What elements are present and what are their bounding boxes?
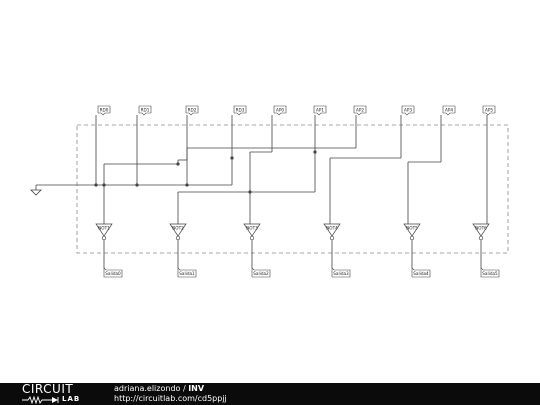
input-pin-label: AP0	[276, 108, 284, 113]
not-gate-4[interactable]: NOT4	[323, 223, 341, 268]
not-gate-3[interactable]: NOT3	[243, 223, 261, 268]
input-pin-label: AP3	[404, 108, 412, 113]
gate-label: NOT4	[326, 226, 338, 231]
output-pin-6[interactable]: Salida5	[480, 267, 500, 278]
input-pin-ap0[interactable]: AP0	[273, 105, 287, 116]
circuit-url-link[interactable]: http://circuitlab.com/cd5ppjj	[114, 394, 227, 403]
input-pin-label: RD2	[188, 108, 197, 113]
output-pin-label: Salida4	[413, 271, 429, 276]
author-link[interactable]: adriana.elizondo	[114, 384, 181, 393]
input-pin-rd1[interactable]: RD1	[138, 105, 152, 116]
not-gate-2[interactable]: NOT2	[169, 223, 187, 268]
output-labels: Salida0 Salida1 Salida2 Salida3 Salida4 Salid…	[103, 267, 500, 278]
ground-icon	[30, 189, 42, 196]
wires	[35, 115, 488, 225]
input-pin-label: RD1	[141, 108, 150, 113]
waveform-icon	[22, 396, 59, 404]
logo-text-top: CIRCUIT	[22, 382, 74, 396]
logo-text-bottom: LAB	[62, 395, 81, 403]
separator: /	[180, 384, 189, 393]
input-pin-label: RD3	[236, 108, 245, 113]
output-pin-label: Salida5	[482, 271, 498, 276]
gate-label: NOT5	[406, 226, 418, 231]
input-pin-ap3[interactable]: AP3	[401, 105, 415, 116]
input-pin-rd2[interactable]: RD2	[185, 105, 199, 116]
input-pin-label: AP1	[316, 108, 324, 113]
subcircuit-boundary	[76, 124, 509, 254]
output-pin-5[interactable]: Salida4	[411, 267, 431, 278]
output-pin-3[interactable]: Salida2	[251, 267, 271, 278]
not-gates: NOT1 NOT2 NOT3 NOT4 NOT5 NOT6	[95, 223, 490, 268]
input-pin-label: AP2	[356, 108, 364, 113]
input-labels: RD0 RD1 RD2 RD3 AP0 AP1 AP2 AP3 AP4 AP5	[97, 105, 496, 116]
input-pin-ap4[interactable]: AP4	[442, 105, 456, 116]
input-pin-label: AP4	[445, 108, 453, 113]
output-pin-2[interactable]: Salida1	[177, 267, 197, 278]
input-pin-ap5[interactable]: AP5	[482, 105, 496, 116]
output-pin-label: Salida1	[179, 271, 195, 276]
input-pin-label: AP5	[485, 108, 493, 113]
gate-label: NOT2	[172, 226, 184, 231]
input-pin-ap2[interactable]: AP2	[353, 105, 367, 116]
input-pin-label: RD0	[100, 108, 109, 113]
circuit-credits: adriana.elizondo / INV http://circuitlab…	[114, 384, 227, 404]
output-pin-label: Salida2	[253, 271, 269, 276]
circuitlab-logo[interactable]: CIRCUIT LAB	[22, 382, 94, 404]
output-pin-label: Salida0	[105, 271, 121, 276]
not-gate-6[interactable]: NOT6	[472, 223, 490, 268]
junctions	[94, 150, 317, 194]
input-pin-rd0[interactable]: RD0	[97, 105, 111, 116]
footer-bar: CIRCUIT LAB adriana.elizondo / INV http:…	[0, 383, 540, 405]
gate-label: NOT1	[98, 226, 110, 231]
input-pin-rd3[interactable]: RD3	[233, 105, 247, 116]
gate-label: NOT3	[246, 226, 258, 231]
output-pin-label: Salida3	[333, 271, 349, 276]
not-gate-1[interactable]: NOT1	[95, 223, 113, 268]
output-pin-4[interactable]: Salida3	[331, 267, 351, 278]
gate-label: NOT6	[475, 226, 487, 231]
input-pin-ap1[interactable]: AP1	[313, 105, 327, 116]
not-gate-5[interactable]: NOT5	[403, 223, 421, 268]
circuit-name: INV	[188, 384, 205, 393]
output-pin-1[interactable]: Salida0	[103, 267, 123, 278]
